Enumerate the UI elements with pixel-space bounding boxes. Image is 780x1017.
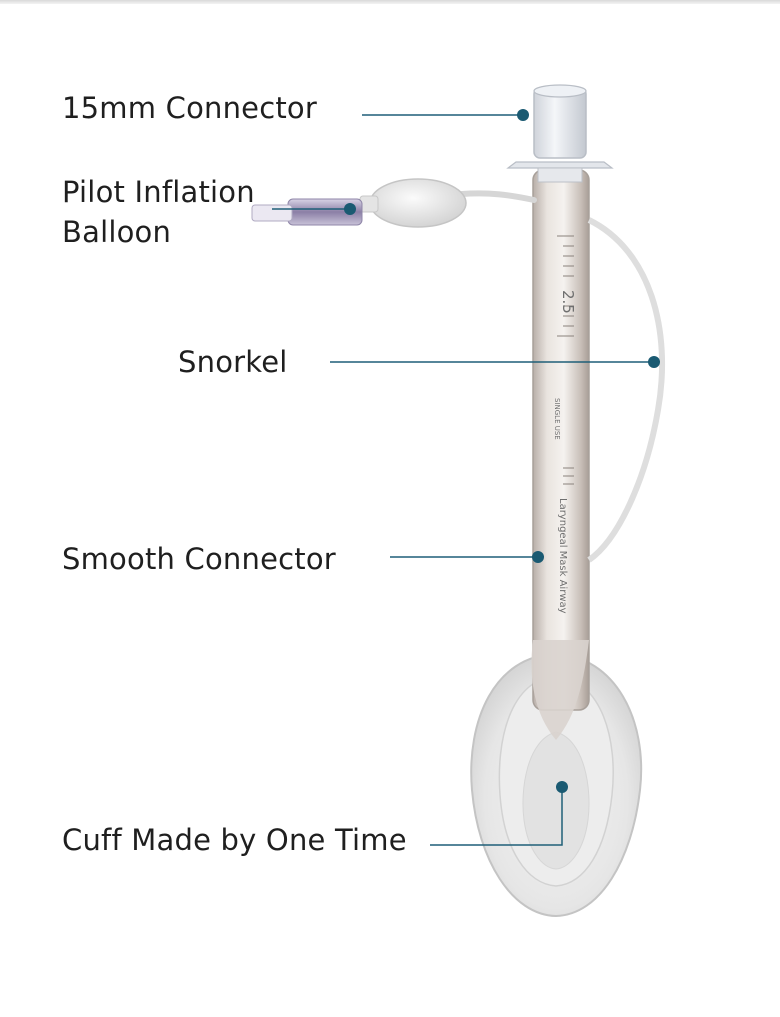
airway-tube: 2.5 SINGLE USE Laryngeal Mask Airway [531, 169, 590, 740]
connector-15mm [506, 84, 614, 183]
label-snorkel: Snorkel [178, 345, 288, 379]
callout-smooth-connector [390, 551, 544, 563]
label-15mm-connector: 15mm Connector [62, 91, 317, 125]
callout-cuff [430, 781, 568, 846]
label-cuff-made-by-one-time: Cuff Made by One Time [62, 823, 407, 857]
mask-cuff [470, 652, 643, 918]
callout-pilot-balloon [272, 203, 356, 215]
top-divider [0, 0, 780, 4]
label-pilot-inflation-balloon: Pilot Inflation Balloon [62, 175, 255, 249]
label-smooth-connector: Smooth Connector [62, 542, 336, 576]
single-use-marking: SINGLE USE [553, 398, 561, 440]
product-name-marking: Laryngeal Mask Airway [557, 498, 568, 614]
snorkel-tube [587, 217, 666, 563]
callout-15mm-connector [362, 109, 529, 121]
callout-snorkel [330, 356, 660, 368]
tube-size-marking: 2.5 [559, 290, 577, 314]
inflation-line [459, 190, 537, 203]
